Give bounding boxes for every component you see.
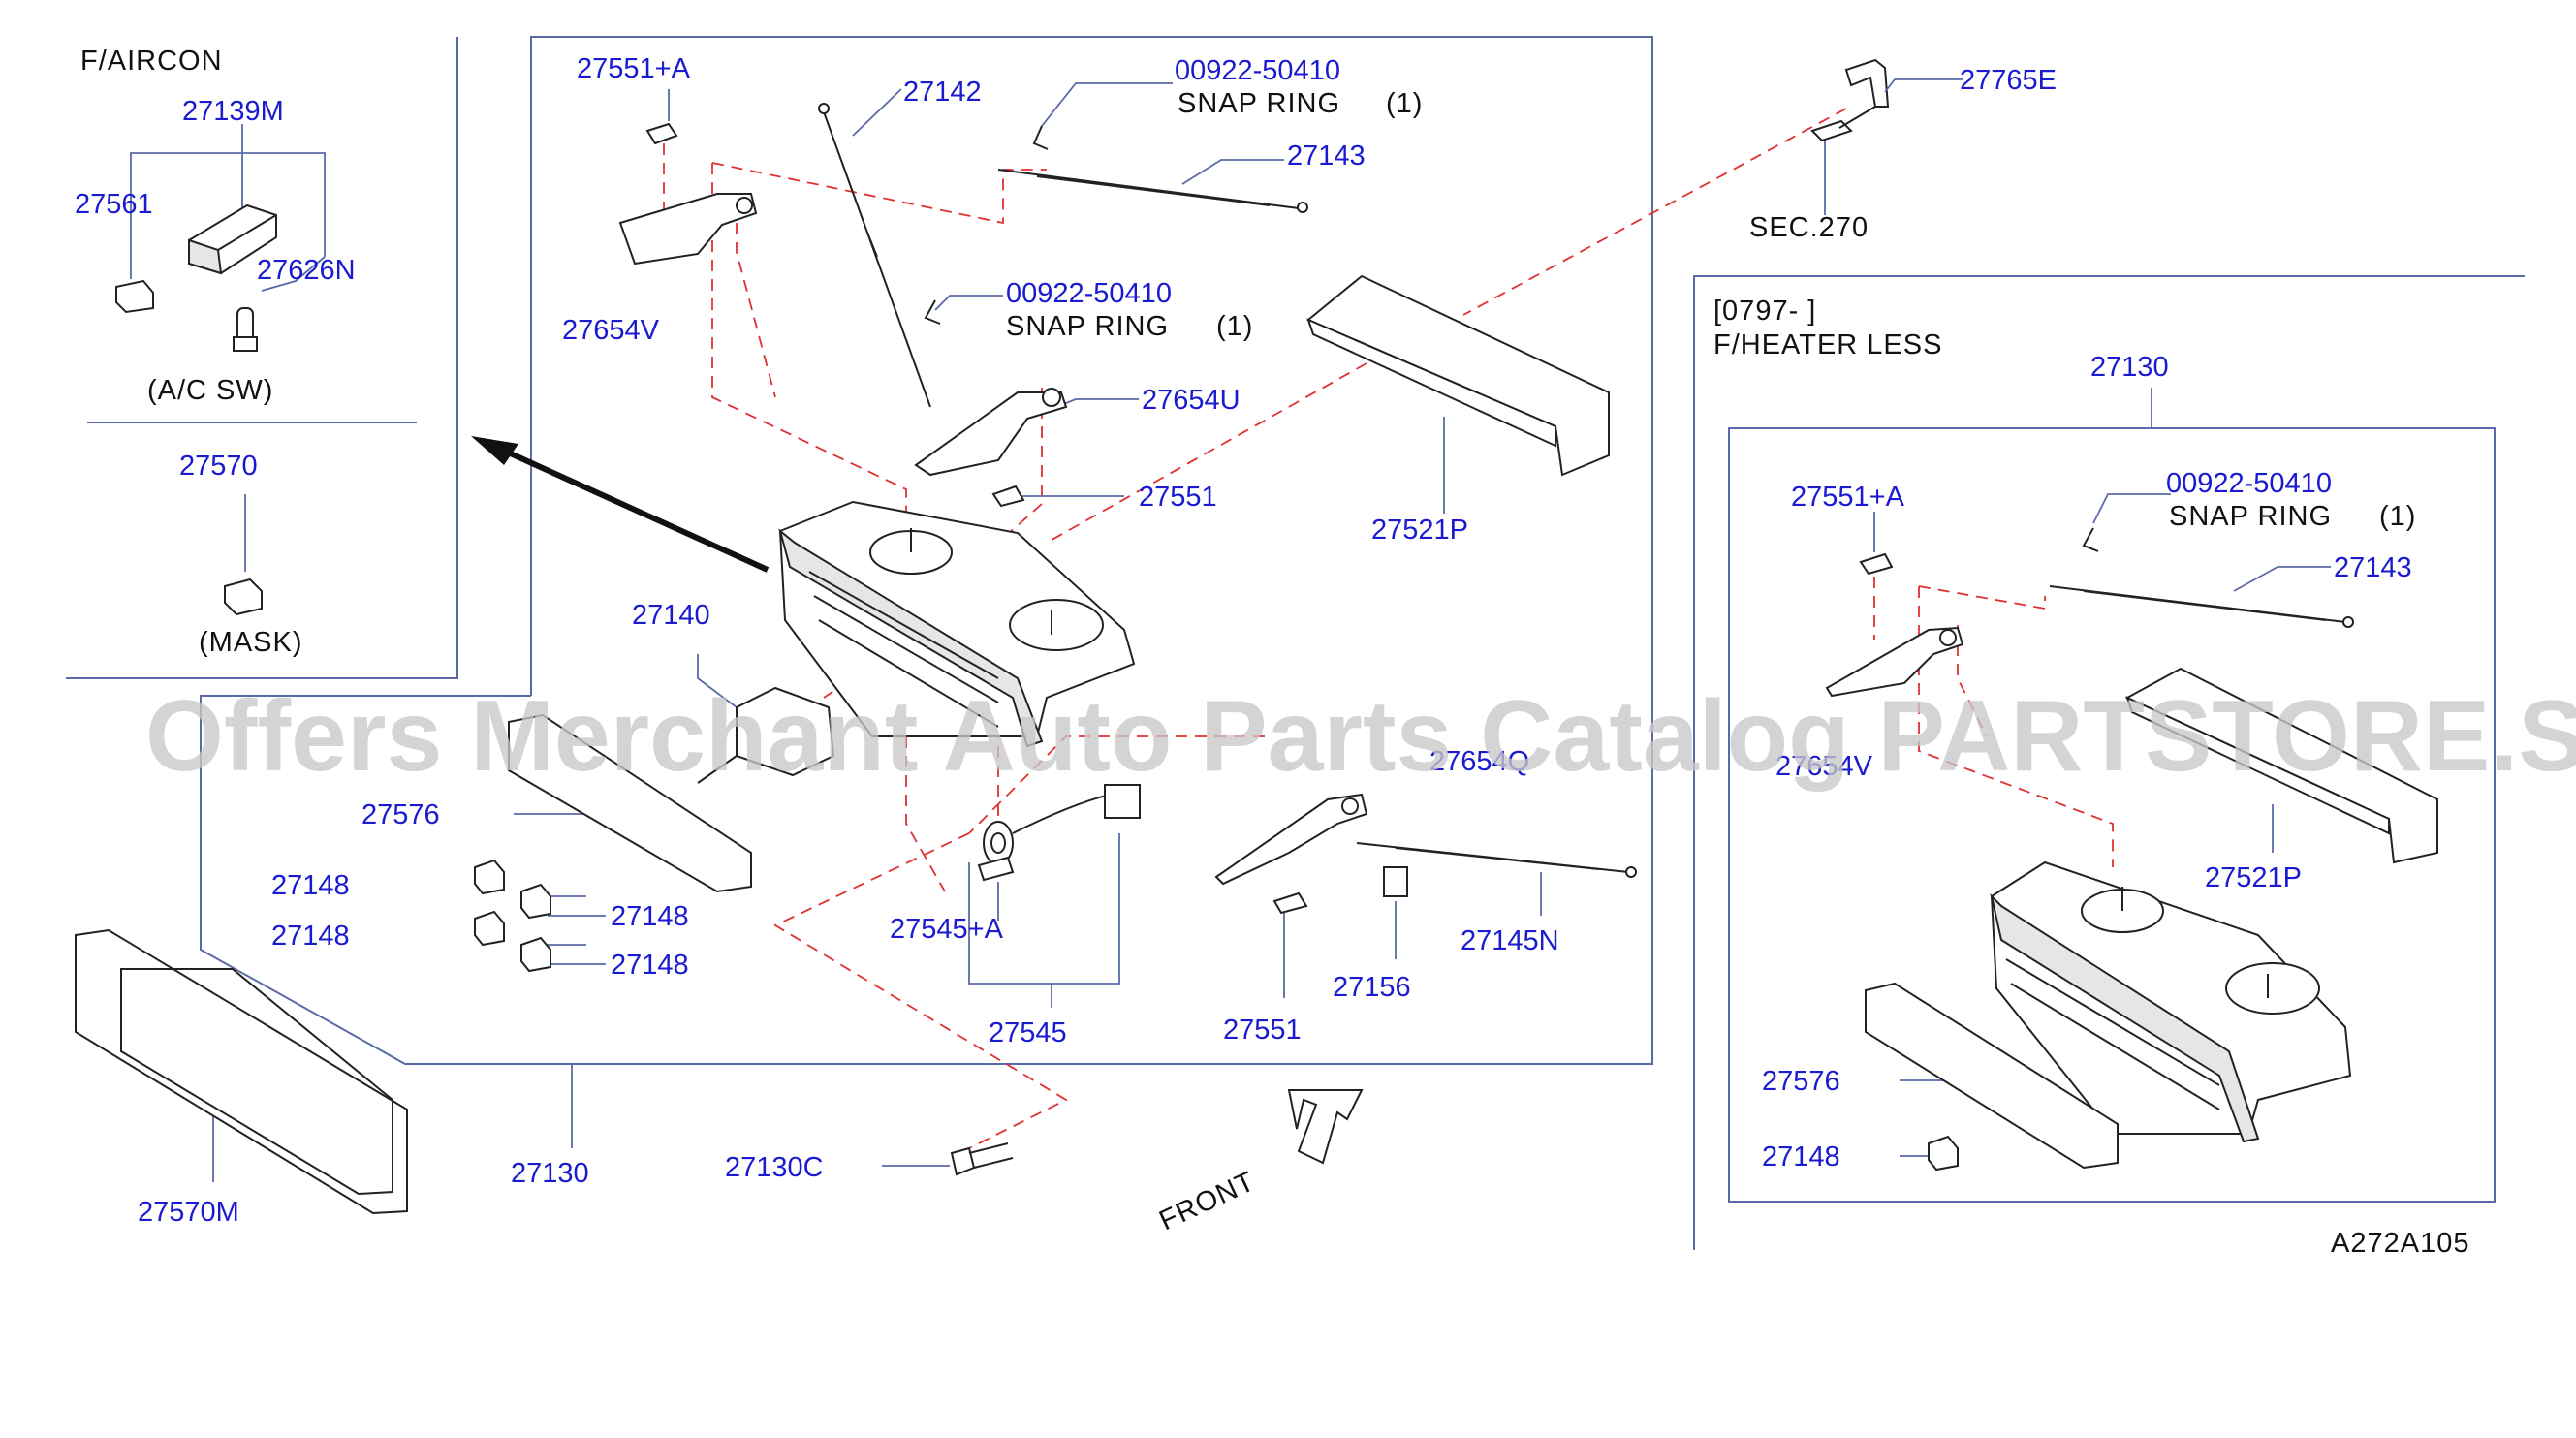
right-label-27130: 27130 (2090, 352, 2169, 383)
drawing-code: A272A105 (2331, 1228, 2469, 1259)
right-label-27654v: 27654V (1775, 751, 1873, 782)
right-label-snap-name: SNAP RING (2169, 501, 2332, 532)
right-panel-parts (1825, 493, 2438, 1172)
label-27521p: 27521P (1371, 515, 1468, 546)
right-label-27576: 27576 (1762, 1066, 1840, 1097)
label-27654q: 27654Q (1429, 746, 1529, 777)
label-sec-270: SEC.270 (1749, 212, 1869, 243)
label-snap1-name: SNAP RING (1178, 88, 1340, 119)
label-27561: 27561 (75, 189, 153, 220)
main-panel-labels: 27551+A 27142 00922-50410 SNAP RING (1) … (138, 53, 1559, 1228)
label-27626n: 27626N (257, 255, 356, 286)
label-snap2-code: 00922-50410 (1006, 278, 1172, 309)
label-27130: 27130 (511, 1158, 589, 1189)
label-27654v: 27654V (562, 315, 660, 346)
label-27148-b: 27148 (611, 901, 689, 932)
label-27140: 27140 (632, 600, 710, 631)
right-label-27143: 27143 (2334, 552, 2412, 583)
label-snap1-qty: (1) (1386, 88, 1423, 119)
left-panel-labels: F/AIRCON 27139M 27561 27626N (A/C SW) 27… (75, 46, 356, 658)
right-label-snap-qty: (1) (2379, 501, 2416, 532)
watermark-text: Offers Merchant Auto Parts Catalog PARTS… (145, 680, 2576, 793)
label-27570: 27570 (179, 451, 258, 482)
label-27765e: 27765E (1960, 65, 2057, 96)
front-label: FRONT (1154, 1166, 1260, 1236)
label-27551: 27551 (1139, 482, 1217, 513)
label-27551-a: 27551+A (577, 53, 691, 84)
range-label: [0797- ] (1713, 296, 1816, 327)
label-27545: 27545 (989, 1017, 1067, 1048)
right-label-27148: 27148 (1762, 1141, 1840, 1172)
label-27139m: 27139M (182, 96, 284, 127)
right-label-snap-code: 00922-50410 (2166, 468, 2332, 499)
label-27156: 27156 (1333, 972, 1411, 1003)
ac-switch-shape (188, 203, 277, 275)
label-27545-a: 27545+A (890, 914, 1004, 945)
label-27148-a: 27148 (271, 870, 350, 901)
right-panel-labels: [0797- ] F/HEATER LESS 27130 27551+A 009… (1713, 296, 2416, 1172)
label-27570m: 27570M (138, 1197, 239, 1228)
main-panel-parts (75, 82, 1637, 1215)
label-27142: 27142 (903, 77, 982, 108)
front-direction-arrow (1287, 1089, 1364, 1165)
label-27143: 27143 (1287, 141, 1366, 172)
mask-27570-shape (224, 578, 263, 616)
right-label-27521p: 27521P (2205, 862, 2302, 893)
top-right-parts (1810, 58, 1963, 215)
bulb-27626n-shape (233, 307, 258, 352)
aircon-title: F/AIRCON (80, 46, 223, 77)
left-panel-parts (115, 124, 326, 616)
label-27551-b: 27551 (1223, 1015, 1302, 1046)
top-right-labels: 27765E SEC.270 (1749, 65, 2057, 243)
heater-less-title: F/HEATER LESS (1713, 329, 1942, 360)
panel-frames (66, 36, 2525, 1250)
label-27130c: 27130C (725, 1152, 824, 1183)
label-27576: 27576 (361, 799, 440, 830)
ac-sw-caption: (A/C SW) (147, 375, 273, 406)
label-snap2-qty: (1) (1216, 311, 1253, 342)
right-label-27551-a: 27551+A (1791, 482, 1905, 513)
label-27145n: 27145N (1461, 925, 1559, 956)
label-27148-c: 27148 (271, 921, 350, 952)
label-snap1-code: 00922-50410 (1175, 55, 1340, 86)
mask-caption: (MASK) (199, 627, 303, 658)
label-27148-d: 27148 (611, 950, 689, 981)
label-27654u: 27654U (1142, 385, 1241, 416)
arrow-to-aircon-panel (471, 436, 770, 573)
label-snap2-name: SNAP RING (1006, 311, 1169, 342)
knob-27561-shape (115, 279, 154, 314)
